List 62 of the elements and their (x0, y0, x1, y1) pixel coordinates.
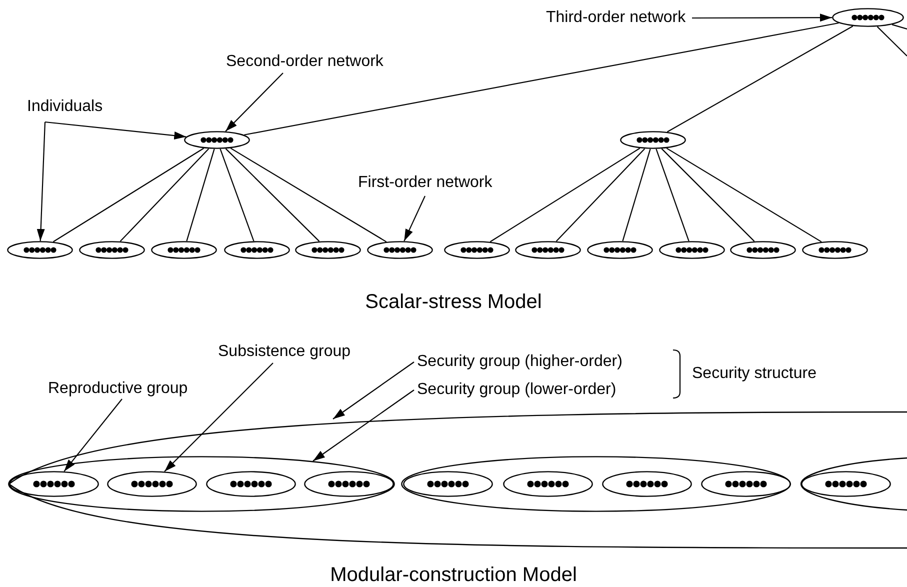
dot-group-ellipse (151, 241, 217, 259)
leader-arrow (225, 72, 284, 132)
leader-arrow (312, 390, 414, 462)
dot-group-ellipse (701, 471, 791, 497)
dot-group-ellipse (620, 131, 686, 149)
leader-arrow (36, 122, 46, 242)
leader-arrow (404, 196, 426, 242)
connector-line (876, 26, 907, 56)
dot-group-ellipse (403, 471, 493, 497)
dot-group-ellipse (79, 241, 145, 259)
model-title: Scalar-stress Model (364, 290, 543, 314)
connector-line (666, 148, 822, 242)
dot-group-ellipse (587, 241, 653, 259)
dot-group-ellipse (184, 131, 250, 149)
dot-group-ellipse (7, 241, 73, 259)
connector-line (225, 148, 320, 242)
leader-label: Subsistence group (218, 343, 351, 361)
dot-group-ellipse (107, 471, 197, 497)
dot-group-ellipse (9, 471, 99, 497)
group-ellipse (401, 456, 791, 512)
connector-line (622, 148, 651, 242)
leader-arrow (64, 398, 122, 472)
leader-arrow (164, 362, 274, 472)
connector-line (490, 148, 640, 242)
connector-line (556, 148, 646, 242)
dot-group-ellipse (730, 241, 796, 259)
leader-arrow (44, 121, 186, 140)
connector-line (661, 148, 755, 242)
connector-line (244, 22, 839, 136)
leader-label: Third-order network (546, 9, 686, 27)
connector-line (230, 148, 387, 242)
leader-label: Second-order network (226, 53, 384, 71)
dot-group-ellipse (367, 241, 433, 259)
dot-group-ellipse (503, 471, 593, 497)
connector-line (220, 148, 254, 242)
connector-line (186, 148, 215, 242)
leader-label: Reproductive group (48, 380, 188, 398)
leader-arrow (332, 362, 414, 420)
dot-group-ellipse (444, 241, 510, 259)
dot-group-ellipse (802, 241, 868, 259)
connector-line (120, 148, 210, 242)
connector-line (666, 26, 854, 132)
dot-group-ellipse (801, 471, 891, 497)
dot-group-ellipse (832, 8, 904, 27)
dot-group-ellipse (602, 471, 692, 497)
connector-line (656, 148, 690, 242)
connector-line (892, 24, 907, 30)
leader-label: First-order network (358, 174, 492, 192)
dot-group-ellipse (295, 241, 361, 259)
dot-group-ellipse (206, 471, 296, 497)
leader-label: Security group (higher-order) (417, 353, 622, 371)
group-ellipse (8, 456, 395, 512)
dot-group-ellipse (515, 241, 581, 259)
leader-label: Individuals (27, 98, 103, 116)
leader-arrow (692, 14, 832, 22)
dot-group-ellipse (224, 241, 290, 259)
dot-group-ellipse (659, 241, 725, 259)
connector-line (52, 148, 204, 242)
leader-label: Security group (lower-order) (417, 381, 616, 399)
model-title: Modular-construction Model (329, 563, 578, 587)
bracket-label: Security structure (692, 365, 816, 383)
dot-group-ellipse (304, 471, 394, 497)
